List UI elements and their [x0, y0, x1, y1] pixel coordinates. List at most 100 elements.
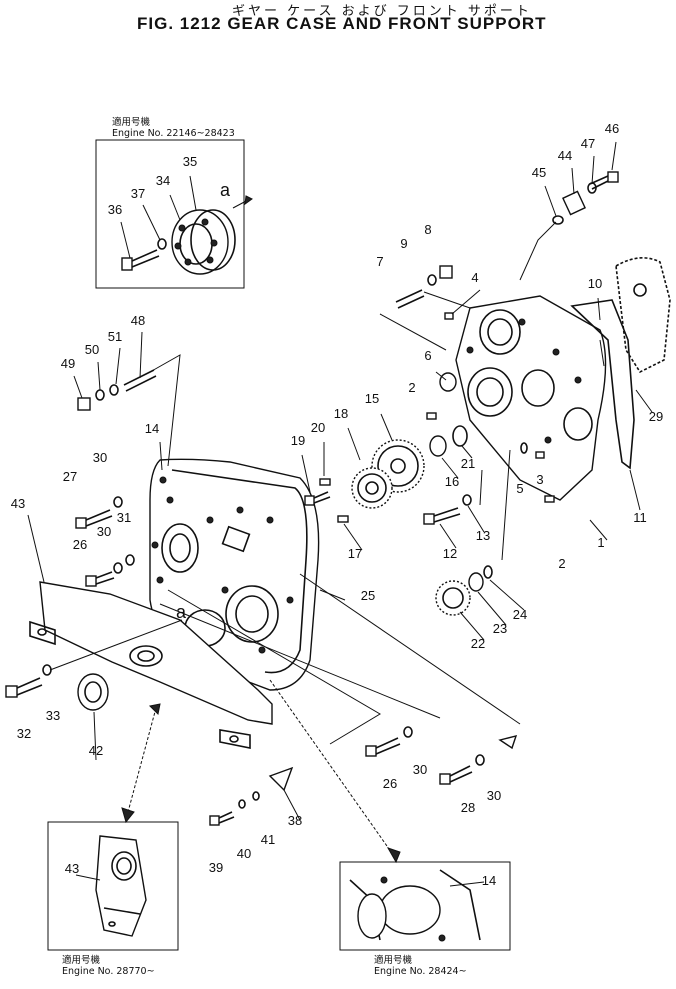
- bearing-42: [77, 673, 109, 711]
- front-cover: [455, 295, 607, 501]
- part-number-32: 32: [17, 726, 31, 741]
- clip-bracket: [498, 735, 518, 750]
- seal-6: [439, 372, 457, 392]
- leader-arrow-left-tip-top: [148, 703, 161, 716]
- part-number-40: 40: [237, 846, 251, 861]
- washer-50: [95, 389, 105, 401]
- part-number-4: 4: [471, 270, 478, 285]
- part-number-30: 30: [487, 788, 501, 803]
- part-number-15: 15: [365, 391, 379, 406]
- part-number-23: 23: [493, 621, 507, 636]
- part-number-22: 22: [471, 636, 485, 651]
- gear-18: [351, 467, 393, 509]
- pin-2-upper: [426, 412, 437, 420]
- part-number-19: 19: [291, 433, 305, 448]
- part-number-48: 48: [131, 313, 145, 328]
- part-number-34: 34: [156, 173, 170, 188]
- part-number-33: 33: [46, 708, 60, 723]
- nut-49: [77, 397, 91, 411]
- bolt-26-left: [85, 571, 115, 587]
- part-number-9: 9: [400, 236, 407, 251]
- part-number-25: 25: [361, 588, 375, 603]
- washer-9: [427, 274, 437, 286]
- inset-bottom-left-engine: Engine No. 28770~: [62, 966, 155, 977]
- ring-5: [520, 442, 528, 454]
- inset-top-frame: [95, 139, 245, 289]
- spacer-23: [468, 572, 484, 592]
- inset-top-label: 適用号機 Engine No. 22146~28423: [112, 117, 235, 139]
- bolt-26-bottom: [365, 737, 401, 757]
- part-numbers: 1223456789101112131414151617181920212223…: [11, 121, 663, 888]
- view-arrow-label-case: a: [176, 602, 187, 622]
- part-number-43: 43: [65, 861, 79, 876]
- part-number-5: 5: [516, 481, 523, 496]
- part-number-51: 51: [108, 329, 122, 344]
- bolt-28: [439, 765, 473, 785]
- part-leaders: [27, 141, 653, 887]
- part-number-46: 46: [605, 121, 619, 136]
- part-number-35: 35: [183, 154, 197, 169]
- part-number-2: 2: [408, 380, 415, 395]
- part-number-41: 41: [261, 832, 275, 847]
- bracket-44: [562, 190, 586, 216]
- washer-31: [125, 554, 135, 566]
- leader-arrow-right: [269, 679, 395, 857]
- part-number-31: 31: [117, 510, 131, 525]
- bolt-36: [121, 249, 160, 271]
- leader-arrow-left-tip-bottom: [121, 807, 135, 824]
- pin-4: [444, 312, 454, 320]
- part-number-38: 38: [288, 813, 302, 828]
- part-number-28: 28: [461, 800, 475, 815]
- pin-2-lower: [544, 495, 555, 503]
- washer-30-b: [113, 562, 123, 574]
- washer-51: [109, 384, 119, 396]
- part-number-27: 27: [63, 469, 77, 484]
- part-number-6: 6: [424, 348, 431, 363]
- part-number-12: 12: [443, 546, 457, 561]
- part-number-49: 49: [61, 356, 75, 371]
- inset-gear-case: [349, 869, 481, 942]
- part-number-16: 16: [445, 474, 459, 489]
- part-number-3: 3: [536, 472, 543, 487]
- inset-bottom-right-frame: [339, 861, 511, 951]
- nut-8: [439, 265, 453, 279]
- part-number-17: 17: [348, 546, 362, 561]
- leader-arrow-right-tip: [386, 847, 401, 864]
- stud-7: [395, 289, 425, 309]
- figure-title-jp: ギヤー ケース および フロント サポート: [232, 4, 532, 19]
- part-number-42: 42: [89, 743, 103, 758]
- washer-33: [42, 664, 52, 676]
- part-number-2: 2: [558, 556, 565, 571]
- washer-13: [462, 494, 472, 506]
- part-number-30: 30: [93, 450, 107, 465]
- bracket-38: [268, 766, 294, 792]
- part-number-44: 44: [558, 148, 572, 163]
- part-number-43: 43: [11, 496, 25, 511]
- part-number-45: 45: [532, 165, 546, 180]
- washer-30-a: [113, 496, 123, 508]
- leader-arrow-left: [127, 707, 157, 813]
- inset-top-label-jp: 適用号機: [112, 117, 151, 128]
- part-number-30: 30: [413, 762, 427, 777]
- part-number-30: 30: [97, 524, 111, 539]
- inset-bottom-left-label: 適用号機 Engine No. 28770~: [62, 955, 155, 977]
- bolt-32: [5, 677, 43, 698]
- part-number-10: 10: [588, 276, 602, 291]
- gasket-11: [570, 299, 635, 470]
- part-number-36: 36: [108, 202, 122, 217]
- bolt-39: [209, 811, 235, 826]
- washer-24: [483, 565, 493, 579]
- part-number-18: 18: [334, 406, 348, 421]
- part-number-39: 39: [209, 860, 223, 875]
- washer-30-d: [475, 754, 485, 766]
- washer-40: [238, 799, 246, 809]
- gear-22: [435, 580, 471, 616]
- washer-41: [252, 791, 260, 801]
- part-number-47: 47: [581, 136, 595, 151]
- part-number-1: 1: [597, 535, 604, 550]
- plate-21: [452, 425, 468, 447]
- part-number-20: 20: [311, 420, 325, 435]
- pin-3: [535, 451, 545, 459]
- inset-bottom-right-label: 適用号機 Engine No. 28424~: [374, 955, 467, 977]
